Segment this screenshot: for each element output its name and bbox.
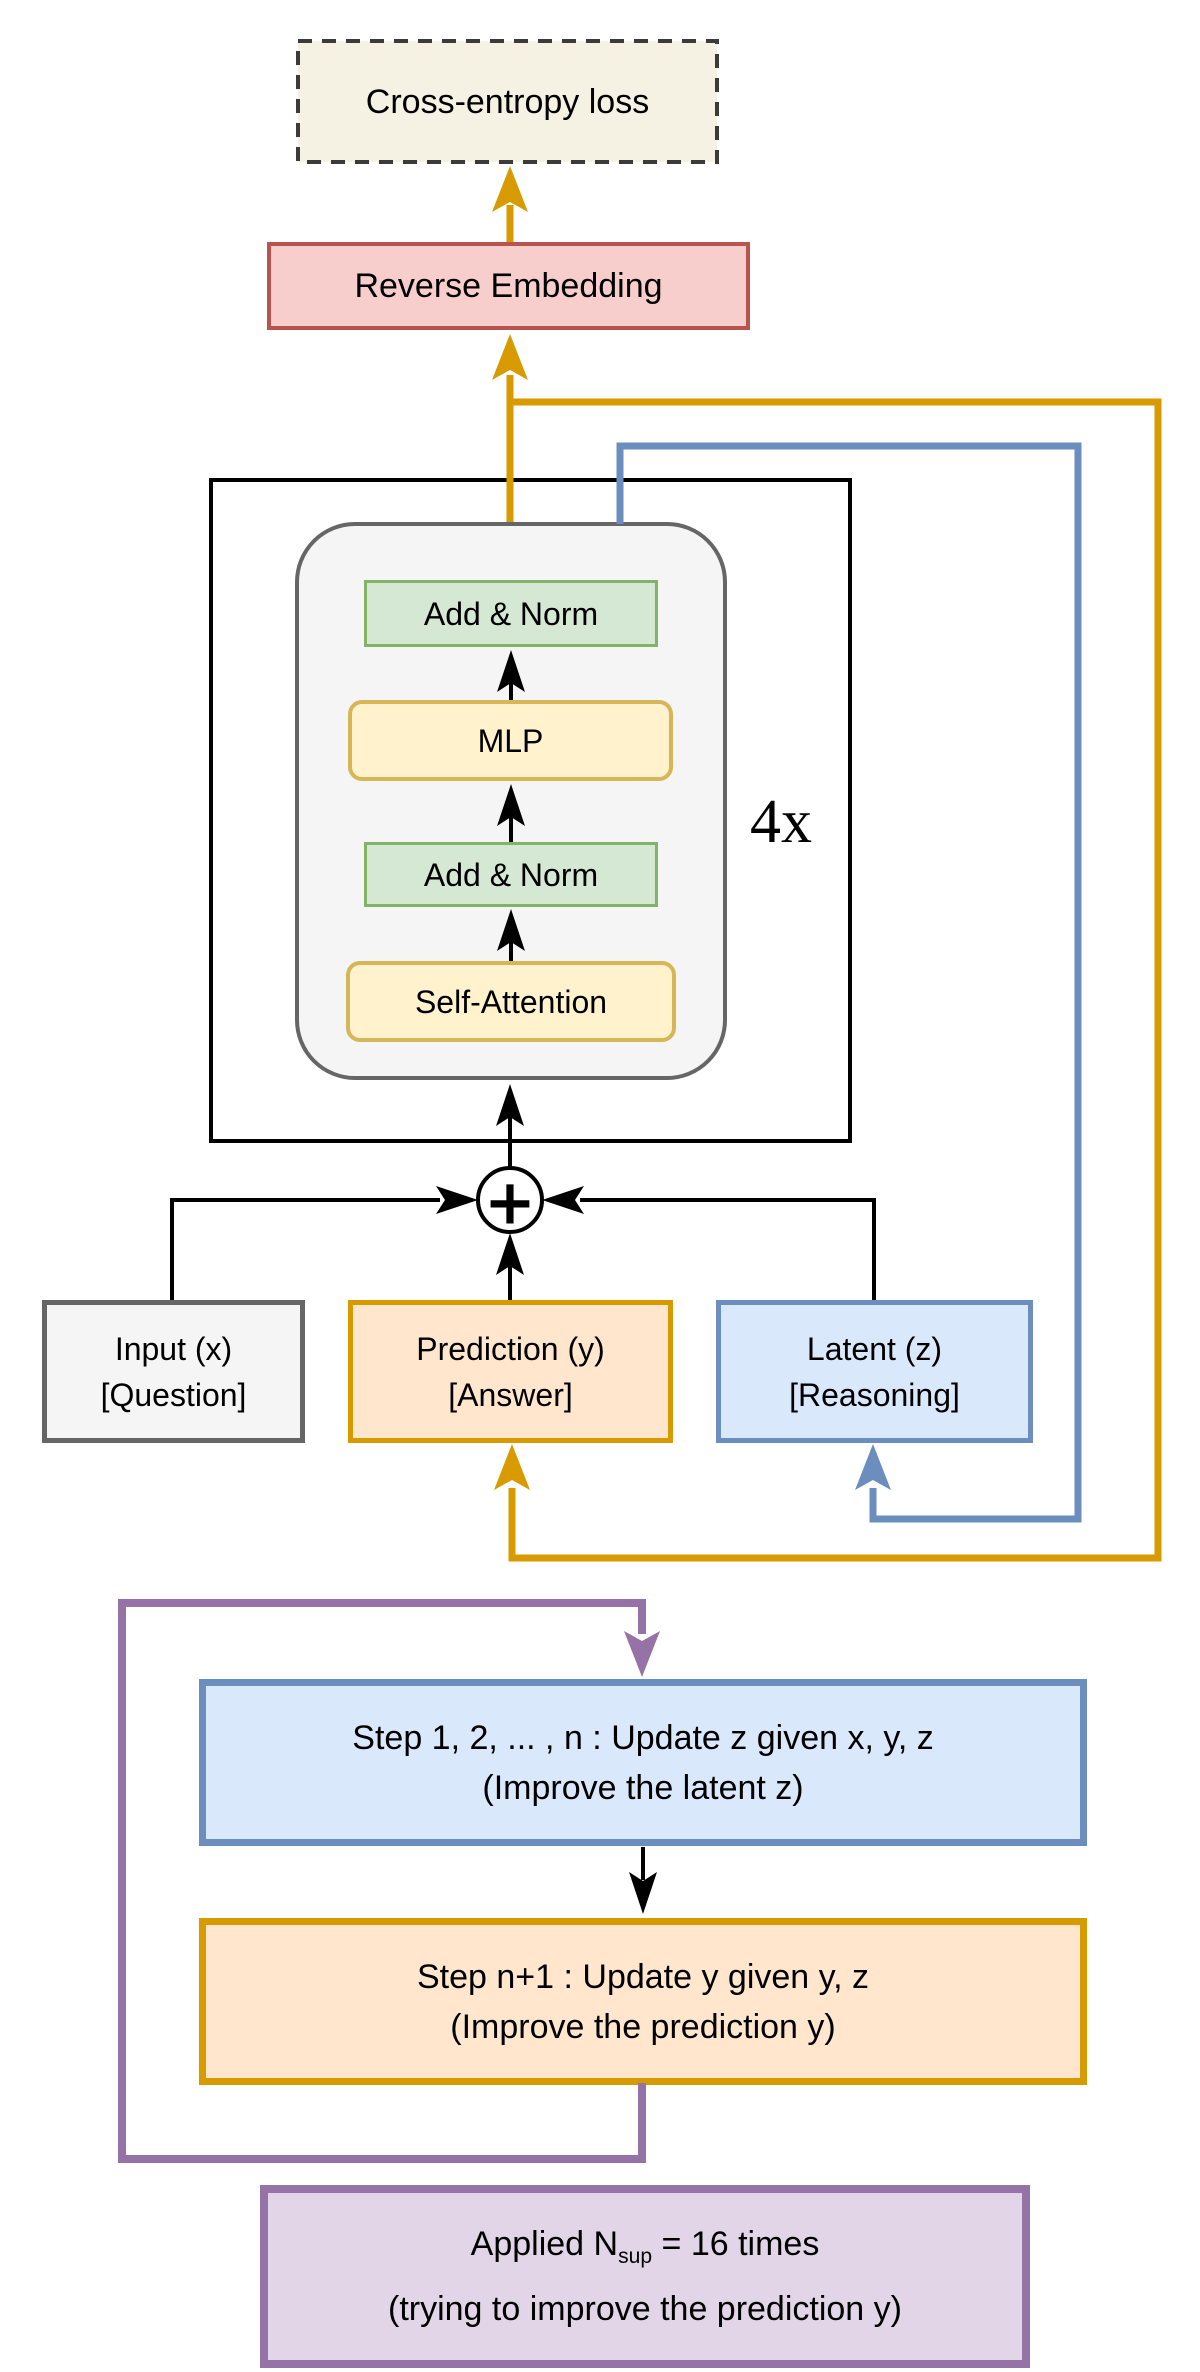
self-attention-box: Self-Attention: [346, 961, 676, 1042]
input-x-box: Input (x) [Question]: [42, 1300, 305, 1443]
add-norm-top-label: Add & Norm: [423, 595, 599, 632]
applied-nsup-line2: (trying to improve the prediction y): [388, 2289, 902, 2328]
update-z-step-box: Step 1, 2, ... , n : Update z given x, y…: [199, 1679, 1087, 1846]
applied-suffix: = 16 times: [652, 2225, 820, 2264]
update-y-line2: (Improve the prediction y): [450, 2007, 836, 2046]
reverse-embedding-box: Reverse Embedding: [267, 242, 750, 330]
update-z-line1: Step 1, 2, ... , n : Update z given x, y…: [352, 1718, 934, 1757]
repeat-4x-label: 4x: [750, 787, 812, 856]
reverse-embedding-label: Reverse Embedding: [354, 267, 663, 305]
prediction-y-label: Prediction (y): [416, 1330, 605, 1367]
cross-entropy-loss-label: Cross-entropy loss: [365, 82, 650, 121]
plus-symbol: +: [484, 1166, 536, 1239]
orange-arrow-to-loss: [492, 166, 528, 242]
combiner-feed-lines: [170, 1084, 876, 1300]
update-y-line1: Step n+1 : Update y given y, z: [416, 1957, 870, 1996]
plus-combiner-icon: +: [476, 1166, 544, 1239]
update-z-line2: (Improve the latent z): [482, 1768, 804, 1807]
applied-prefix: Applied N: [470, 2225, 619, 2264]
add-norm-mid-label: Add & Norm: [423, 856, 599, 893]
mlp-box: MLP: [348, 700, 673, 781]
input-x-label: Input (x): [114, 1330, 233, 1367]
applied-subscript: sup: [618, 2244, 653, 2268]
update-y-step-box: Step n+1 : Update y given y, z (Improve …: [199, 1918, 1087, 2085]
cross-entropy-loss-box: Cross-entropy loss: [298, 41, 717, 162]
add-norm-top-box: Add & Norm: [364, 580, 658, 647]
step-arrow-z-to-y: [629, 1847, 657, 1914]
latent-z-label: Latent (z): [806, 1330, 943, 1367]
prediction-y-sublabel: [Answer]: [448, 1376, 573, 1413]
orange-arrow-block-to-reverse-embedding: [492, 334, 528, 522]
applied-nsup-line1: Applied Nsup = 16 times: [471, 2218, 820, 2283]
applied-nsup-box: Applied Nsup = 16 times (trying to impro…: [260, 2185, 1030, 2368]
input-x-sublabel: [Question]: [100, 1376, 247, 1413]
prediction-y-box: Prediction (y) [Answer]: [348, 1300, 673, 1443]
add-norm-mid-box: Add & Norm: [364, 842, 658, 907]
latent-z-sublabel: [Reasoning]: [789, 1376, 960, 1413]
self-attention-label: Self-Attention: [414, 983, 608, 1020]
latent-z-box: Latent (z) [Reasoning]: [716, 1300, 1033, 1443]
mlp-label: MLP: [477, 722, 544, 759]
